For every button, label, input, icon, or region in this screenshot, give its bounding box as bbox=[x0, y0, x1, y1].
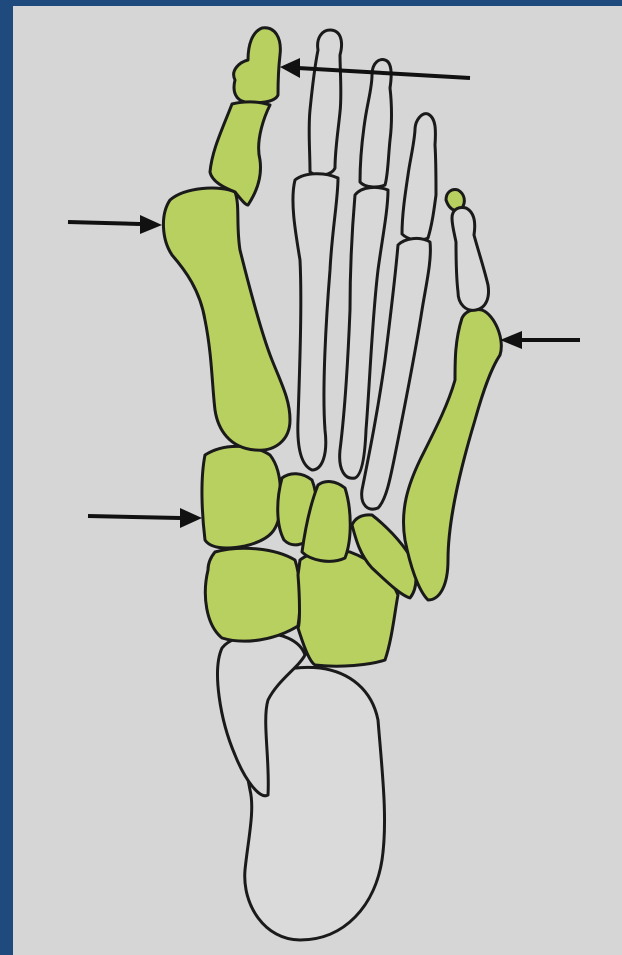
fifth-metatarsal bbox=[403, 309, 501, 600]
arrow-medial-cuneiform bbox=[88, 508, 202, 528]
third-toe-phalanges bbox=[360, 60, 392, 187]
talus-head bbox=[205, 548, 300, 641]
first-metatarsal bbox=[163, 188, 290, 450]
medial-cuneiform bbox=[202, 446, 281, 548]
hallux-distal-phalanx bbox=[234, 28, 281, 103]
fifth-toe-phalanges bbox=[452, 207, 489, 310]
second-toe-phalanges bbox=[309, 30, 341, 175]
fourth-toe-phalanges bbox=[402, 114, 436, 240]
arrow-first-mtp-joint bbox=[68, 215, 162, 234]
arrow-fifth-metatarsal-head bbox=[500, 331, 580, 349]
second-metatarsal bbox=[293, 174, 338, 470]
